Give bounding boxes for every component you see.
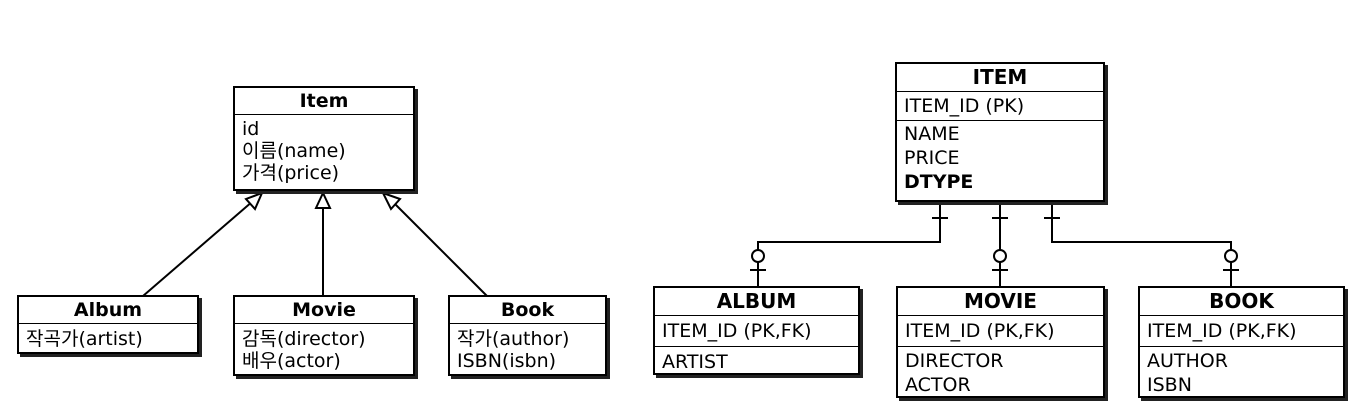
uml-class-book: Book 작가(author) ISBN(isbn) <box>448 295 607 376</box>
erd-column-name: NAME <box>904 123 960 145</box>
item-movie-zero-mark <box>993 249 1007 263</box>
uml-class-movie-attributes: 감독(director) 배우(actor) <box>235 324 413 372</box>
uml-attribute-author: 작가(author) <box>457 328 570 350</box>
erd-table-item-key: ITEM_ID (PK) <box>897 92 1103 121</box>
erd-column-dtype: DTYPE <box>904 171 974 193</box>
erd-column-author: AUTHOR <box>1147 350 1228 372</box>
item-album-zero-mark <box>751 249 765 263</box>
erd-table-album-title: ALBUM <box>655 288 858 316</box>
uml-class-movie: Movie 감독(director) 배우(actor) <box>233 295 415 376</box>
erd-table-book: BOOK ITEM_ID (PK,FK) AUTHOR ISBN <box>1138 286 1345 398</box>
uml-attribute-director: 감독(director) <box>242 328 366 350</box>
album-inheritance-arrowhead <box>244 191 264 211</box>
erd-table-album: ALBUM ITEM_ID (PK,FK) ARTIST <box>653 286 860 375</box>
uml-attribute-artist: 작곡가(artist) <box>26 328 143 350</box>
uml-class-book-attributes: 작가(author) ISBN(isbn) <box>450 324 605 372</box>
erd-table-item-columns: NAME PRICE DTYPE <box>897 121 1103 194</box>
uml-attribute-actor: 배우(actor) <box>242 350 341 372</box>
erd-table-album-columns: ARTIST <box>655 347 858 374</box>
erd-table-movie-columns: DIRECTOR ACTOR <box>898 347 1103 397</box>
uml-class-album: Album 작곡가(artist) <box>17 295 199 354</box>
uml-class-item: Item id 이름(name) 가격(price) <box>233 86 415 191</box>
erd-table-movie-key: ITEM_ID (PK,FK) <box>898 316 1103 347</box>
uml-attribute-isbn: ISBN(isbn) <box>457 350 557 372</box>
erd-table-movie: MOVIE ITEM_ID (PK,FK) DIRECTOR ACTOR <box>896 286 1105 398</box>
erd-table-item: ITEM ITEM_ID (PK) NAME PRICE DTYPE <box>895 62 1105 202</box>
uml-class-book-title: Book <box>450 297 605 324</box>
item-album-relation-line <box>757 202 941 287</box>
erd-column-movie-item-id: ITEM_ID (PK,FK) <box>905 320 1055 342</box>
erd-table-item-title: ITEM <box>897 64 1103 92</box>
erd-column-artist: ARTIST <box>662 351 728 373</box>
erd-column-price: PRICE <box>904 147 960 169</box>
uml-inheritance-arrows <box>142 190 488 297</box>
erd-column-actor: ACTOR <box>905 374 971 396</box>
erd-column-book-item-id: ITEM_ID (PK,FK) <box>1147 320 1297 342</box>
uml-class-album-title: Album <box>19 297 197 324</box>
uml-attribute-name: 이름(name) <box>242 140 346 162</box>
uml-attribute-id: id <box>242 118 260 140</box>
uml-class-album-attributes: 작곡가(artist) <box>19 324 197 350</box>
erd-table-book-title: BOOK <box>1140 288 1343 316</box>
erd-table-book-columns: AUTHOR ISBN <box>1140 347 1343 397</box>
erd-column-album-item-id: ITEM_ID (PK,FK) <box>662 320 812 342</box>
uml-attribute-price: 가격(price) <box>242 162 340 184</box>
erd-table-movie-title: MOVIE <box>898 288 1103 316</box>
album-inheritance-line <box>142 200 254 297</box>
erd-column-isbn: ISBN <box>1147 374 1192 396</box>
erd-column-item-id: ITEM_ID (PK) <box>904 95 1025 117</box>
erd-table-album-key: ITEM_ID (PK,FK) <box>655 316 858 347</box>
erd-relationships <box>750 202 1239 287</box>
erd-column-director: DIRECTOR <box>905 350 1004 372</box>
book-inheritance-arrowhead <box>380 191 402 211</box>
movie-inheritance-arrowhead <box>314 190 332 209</box>
uml-class-item-attributes: id 이름(name) 가격(price) <box>235 115 413 184</box>
book-inheritance-line <box>391 200 488 297</box>
uml-class-movie-title: Movie <box>235 297 413 324</box>
erd-table-book-key: ITEM_ID (PK,FK) <box>1140 316 1343 347</box>
uml-class-item-title: Item <box>235 88 413 115</box>
item-book-zero-mark <box>1224 249 1238 263</box>
item-book-relation-line <box>1051 202 1232 287</box>
